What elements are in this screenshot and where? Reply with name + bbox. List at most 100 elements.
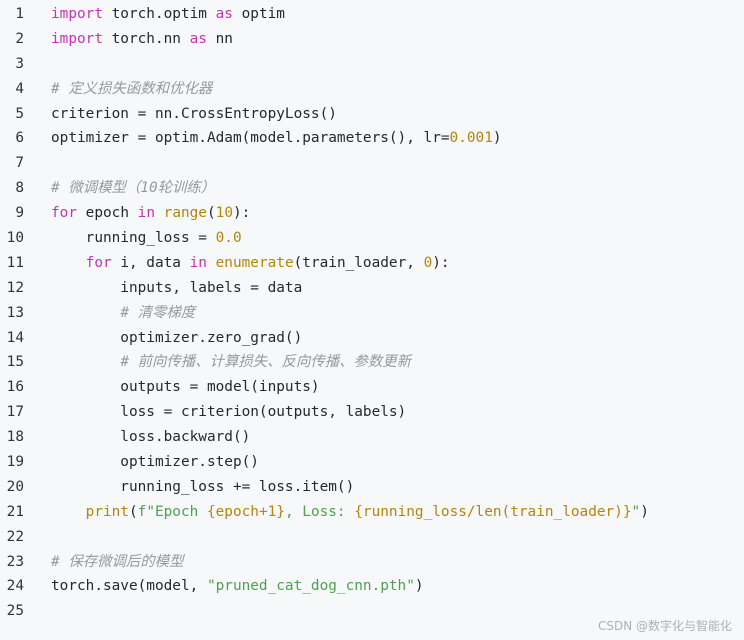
code-token: ):	[432, 254, 450, 271]
line-number: 7	[15, 155, 24, 172]
code-line: 15 # 前向传播、计算损失、反向传播、参数更新	[0, 350, 744, 375]
line-number: 17	[6, 404, 24, 421]
line-number: 16	[6, 379, 24, 396]
code-line: 6 optimizer = optim.Adam(model.parameters…	[0, 126, 744, 151]
code-line: 17 loss = criterion(outputs, labels)	[0, 400, 744, 425]
code-token: {epoch+1}	[206, 503, 285, 520]
code-line: 4 # 定义损失函数和优化器	[0, 77, 744, 102]
line-number: 1	[15, 6, 24, 22]
code-token: # 清零梯度	[120, 304, 196, 321]
code-token: torch.optim	[102, 6, 216, 22]
code-text: for i, data in enumerate(train_loader, 0…	[51, 251, 450, 276]
code-token: for	[51, 205, 77, 222]
code-text: loss = criterion(outputs, labels)	[51, 400, 406, 425]
code-text: import torch.optim as optim	[51, 2, 285, 27]
code-token: # 前向传播、计算损失、反向传播、参数更新	[120, 354, 412, 371]
code-token	[207, 255, 216, 271]
code-token: loss.backward()	[51, 429, 251, 446]
code-text: running_loss += loss.item()	[51, 475, 354, 500]
code-token: 0	[423, 254, 433, 271]
code-text: running_loss = 0.0	[51, 226, 242, 251]
code-line: 8 # 微调模型（10轮训练）	[0, 176, 744, 201]
code-token: # 微调模型（10轮训练）	[51, 180, 216, 197]
code-text: outputs = model(inputs)	[51, 375, 320, 400]
code-token: 0.0	[215, 230, 242, 247]
code-line: 1 import torch.optim as optim	[0, 2, 744, 27]
code-token: )	[414, 578, 424, 595]
code-token: 10	[215, 205, 233, 222]
code-token: outputs = model(inputs)	[51, 379, 320, 396]
code-token: optimizer.zero_grad()	[51, 329, 303, 346]
code-text: # 前向传播、计算损失、反向传播、参数更新	[51, 350, 411, 375]
code-token: )	[492, 130, 502, 147]
code-token	[51, 504, 86, 520]
code-token: optimizer = optim.Adam(model.parameters(…	[51, 130, 450, 147]
code-token: criterion = nn.CrossEntropyLoss()	[51, 105, 337, 122]
code-text: torch.save(model, "pruned_cat_dog_cnn.pt…	[51, 574, 424, 599]
code-text: optimizer.step()	[51, 450, 259, 475]
code-token	[51, 354, 120, 370]
code-token: range	[163, 205, 207, 222]
code-text: # 清零梯度	[51, 301, 195, 326]
code-text: criterion = nn.CrossEntropyLoss()	[51, 102, 337, 127]
line-number: 9	[15, 205, 24, 222]
code-token: # 保存微调后的模型	[51, 553, 184, 570]
code-token	[51, 305, 120, 321]
code-line: 7	[0, 151, 744, 176]
code-line: 10 running_loss = 0.0	[0, 226, 744, 251]
code-token: print	[85, 503, 129, 520]
line-number: 13	[6, 304, 24, 321]
line-number: 4	[15, 80, 24, 97]
code-text: optimizer = optim.Adam(model.parameters(…	[51, 126, 502, 151]
code-line: 21 print(f"Epoch {epoch+1}, Loss: {runni…	[0, 500, 744, 525]
code-token: inputs, labels = data	[51, 279, 303, 296]
code-token: running_loss =	[51, 230, 216, 247]
line-number: 3	[15, 55, 24, 72]
line-number: 12	[6, 279, 24, 296]
line-number: 6	[15, 130, 24, 147]
line-number: 20	[6, 478, 24, 495]
code-token: (train_loader,	[293, 254, 424, 271]
code-line: 22	[0, 525, 744, 550]
code-token: running_loss += loss.item()	[51, 478, 355, 495]
line-number: 2	[15, 30, 24, 47]
code-token	[155, 205, 164, 221]
code-token: epoch	[77, 205, 138, 222]
code-text: optimizer.zero_grad()	[51, 326, 302, 351]
code-text: # 保存微调后的模型	[51, 550, 183, 575]
line-number: 5	[15, 105, 24, 122]
code-token: for	[85, 254, 112, 271]
code-line: 13 # 清零梯度	[0, 301, 744, 326]
code-token: in	[137, 205, 155, 222]
code-line: 23# 保存微调后的模型	[0, 550, 744, 575]
code-token: {running_loss/len(train_loader)}	[354, 503, 632, 520]
code-token: (	[206, 205, 216, 222]
line-number: 25	[6, 603, 24, 620]
code-line: 19 optimizer.step()	[0, 450, 744, 475]
code-text: # 定义损失函数和优化器	[51, 77, 212, 102]
code-token: import	[51, 30, 103, 47]
code-token: loss = criterion(outputs, labels)	[51, 404, 407, 421]
watermark: CSDN @数字化与智能化	[597, 619, 732, 633]
line-number: 10	[6, 230, 24, 247]
code-line: 5 criterion = nn.CrossEntropyLoss()	[0, 102, 744, 127]
code-line: 20 running_loss += loss.item()	[0, 475, 744, 500]
code-line: 16 outputs = model(inputs)	[0, 375, 744, 400]
code-text: inputs, labels = data	[51, 276, 302, 301]
code-line: 3	[0, 52, 744, 77]
code-token: as	[215, 6, 233, 22]
code-token: "pruned_cat_dog_cnn.pth"	[206, 578, 415, 595]
line-number: 8	[15, 180, 24, 197]
code-token: torch.save(model,	[51, 578, 207, 595]
code-token: (	[128, 503, 138, 520]
code-token: enumerate	[215, 254, 294, 271]
code-token: in	[189, 254, 207, 271]
code-token: )	[640, 503, 649, 520]
code-token: i, data	[111, 254, 190, 271]
code-line: 11 for i, data in enumerate(train_loader…	[0, 251, 744, 276]
code-token: torch.nn	[102, 30, 190, 47]
code-token: # 定义损失函数和优化器	[51, 80, 213, 97]
